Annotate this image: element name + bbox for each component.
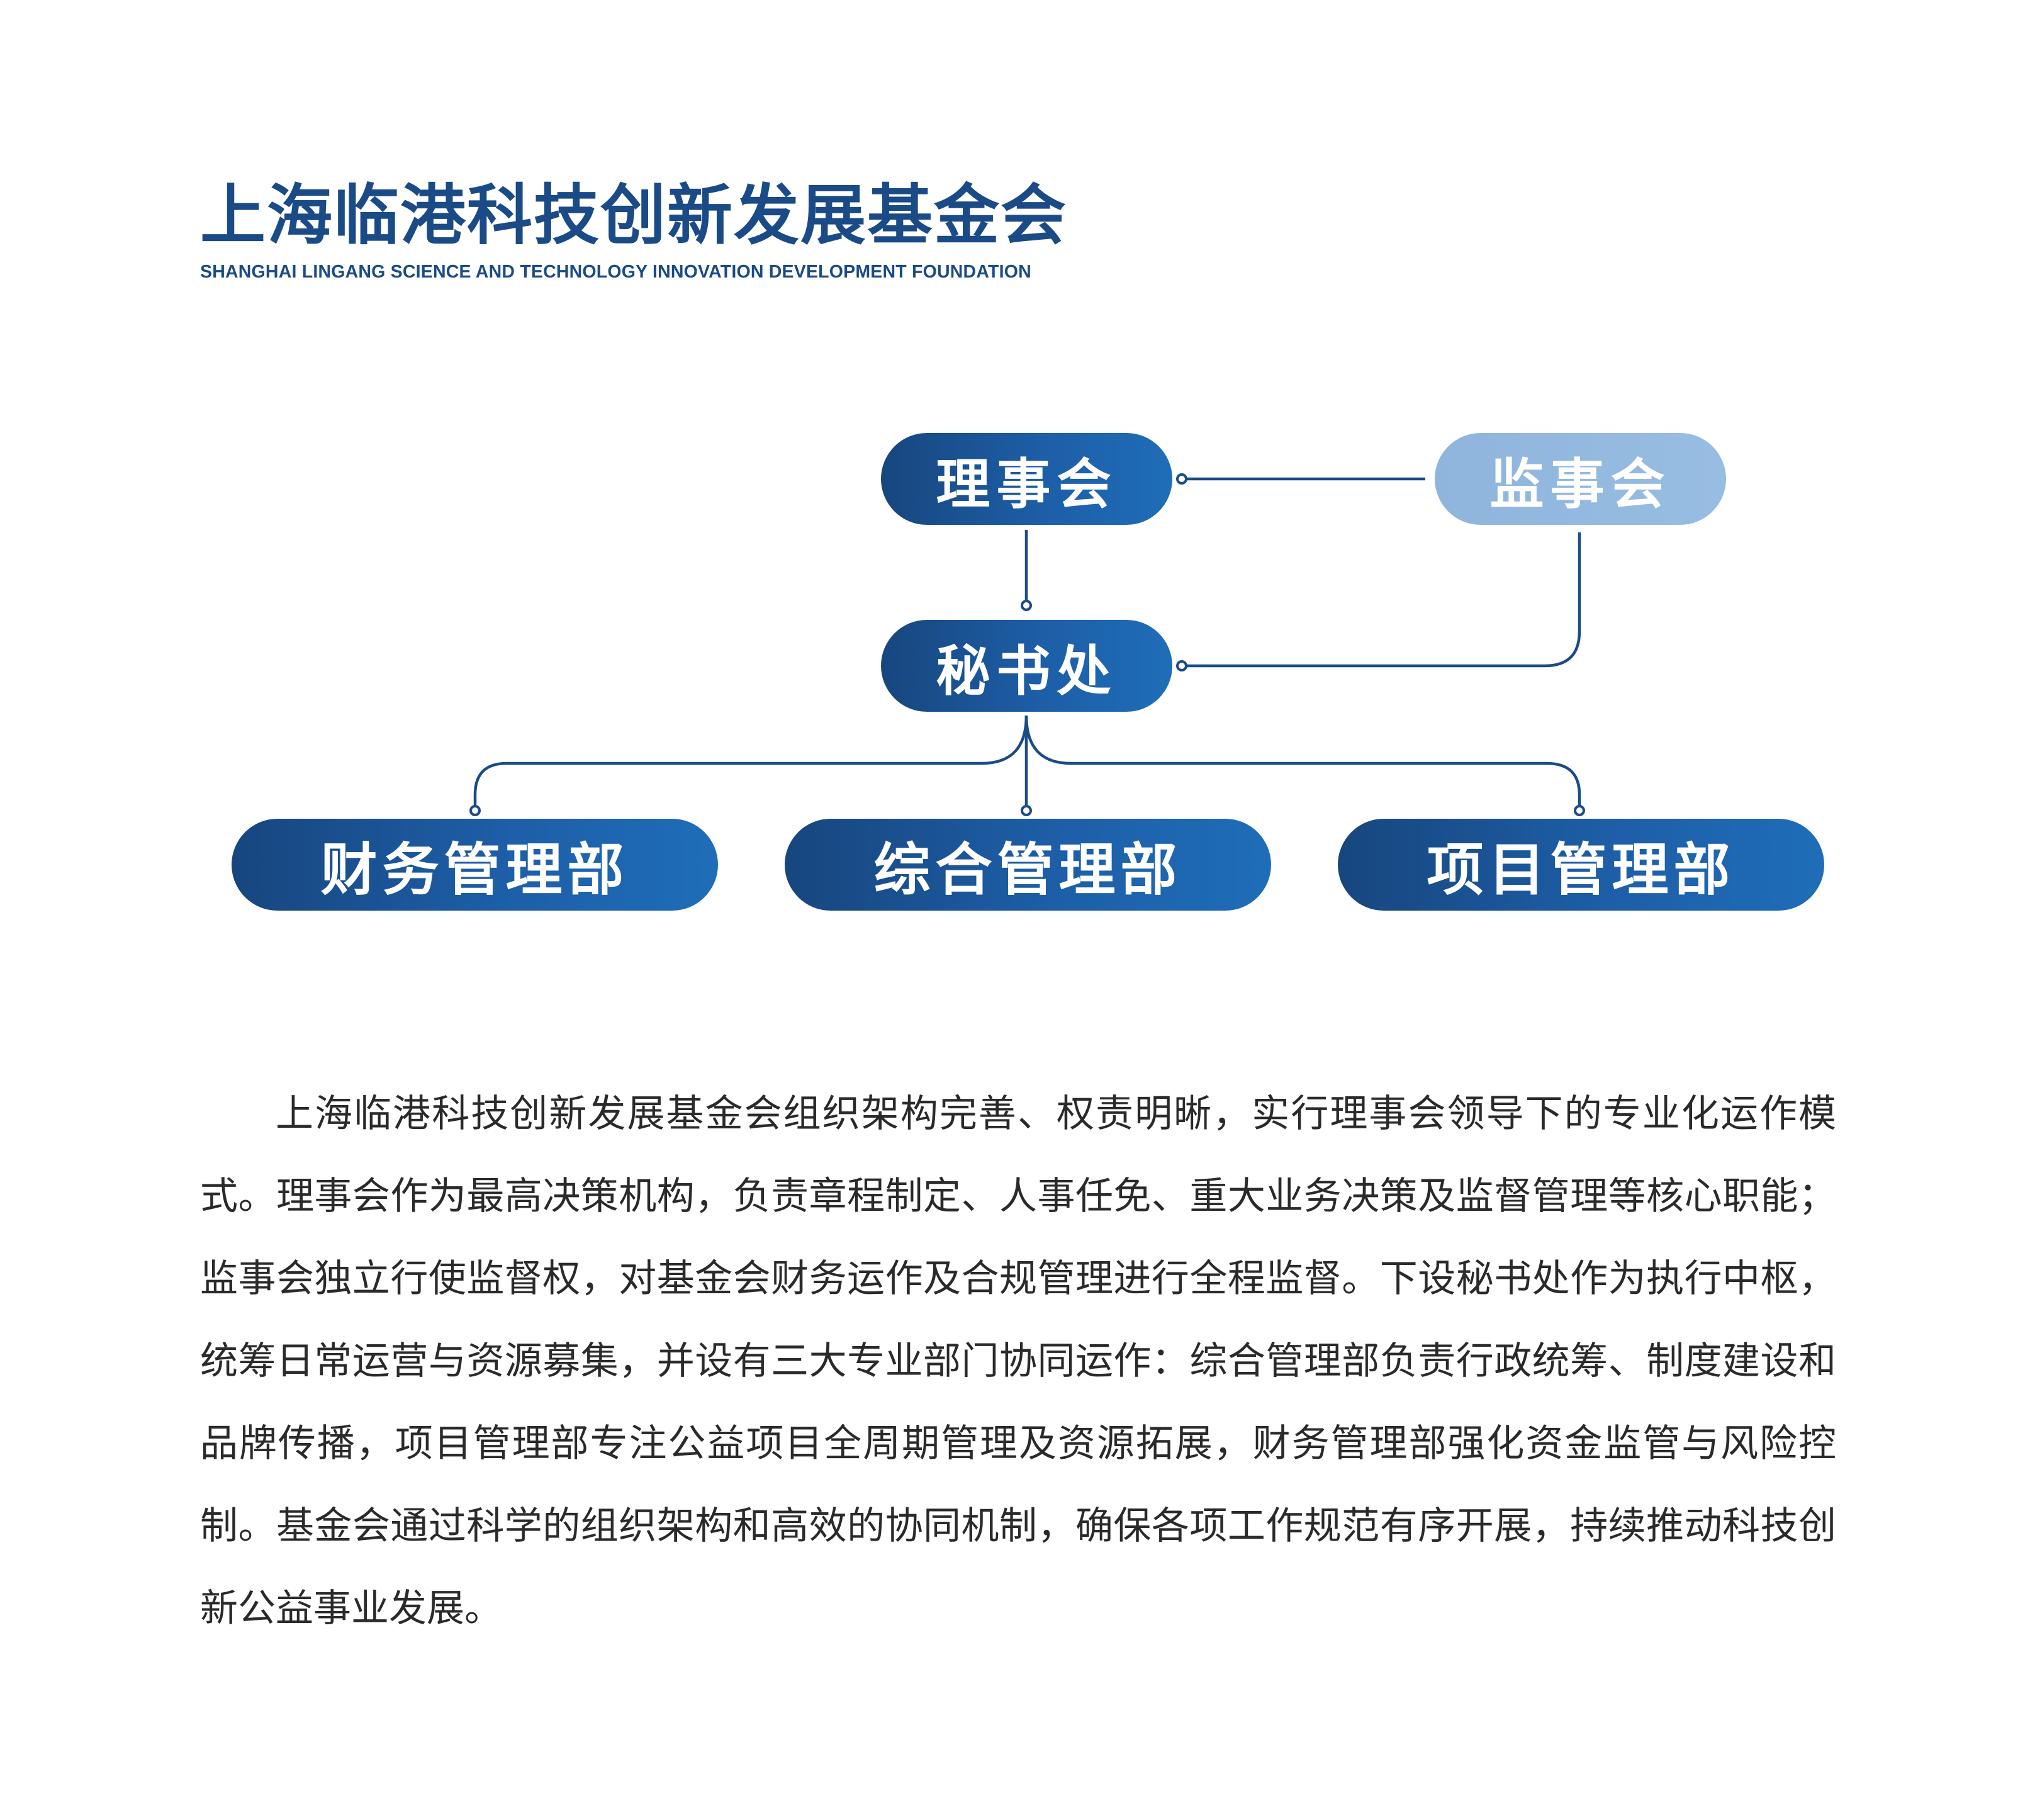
supervisors-node: 监事会	[1435, 433, 1726, 525]
board-node: 理事会	[881, 433, 1172, 525]
finance-department-node: 财务管理部	[232, 819, 718, 911]
connector-dot	[1176, 660, 1187, 671]
project-department-node: 项目管理部	[1338, 819, 1824, 911]
connector-dot	[1176, 473, 1187, 485]
admin-department-node: 综合管理部	[785, 819, 1271, 911]
page-title: 上海临港科技创新发展基金会	[200, 177, 1068, 254]
connector-supervisors-secretariat	[1186, 532, 1581, 668]
connector-dot	[1021, 805, 1032, 816]
connector-dot	[1021, 600, 1032, 611]
connector-dot	[469, 805, 481, 816]
page-subtitle: SHANGHAI LINGANG SCIENCE AND TECHNOLOGY …	[200, 262, 1031, 282]
connector-secretariat-project	[1024, 715, 1581, 806]
header: 上海临港科技创新发展基金会 SHANGHAI LINGANG SCIENCE A…	[200, 183, 1067, 283]
description-paragraph: 上海临港科技创新发展基金会组织架构完善、权责明晰，实行理事会领导下的专业化运作模…	[200, 1092, 1836, 1631]
connector-secretariat-finance	[473, 715, 1028, 806]
connector-dot	[1574, 805, 1585, 816]
secretariat-node: 秘书处	[881, 620, 1172, 712]
